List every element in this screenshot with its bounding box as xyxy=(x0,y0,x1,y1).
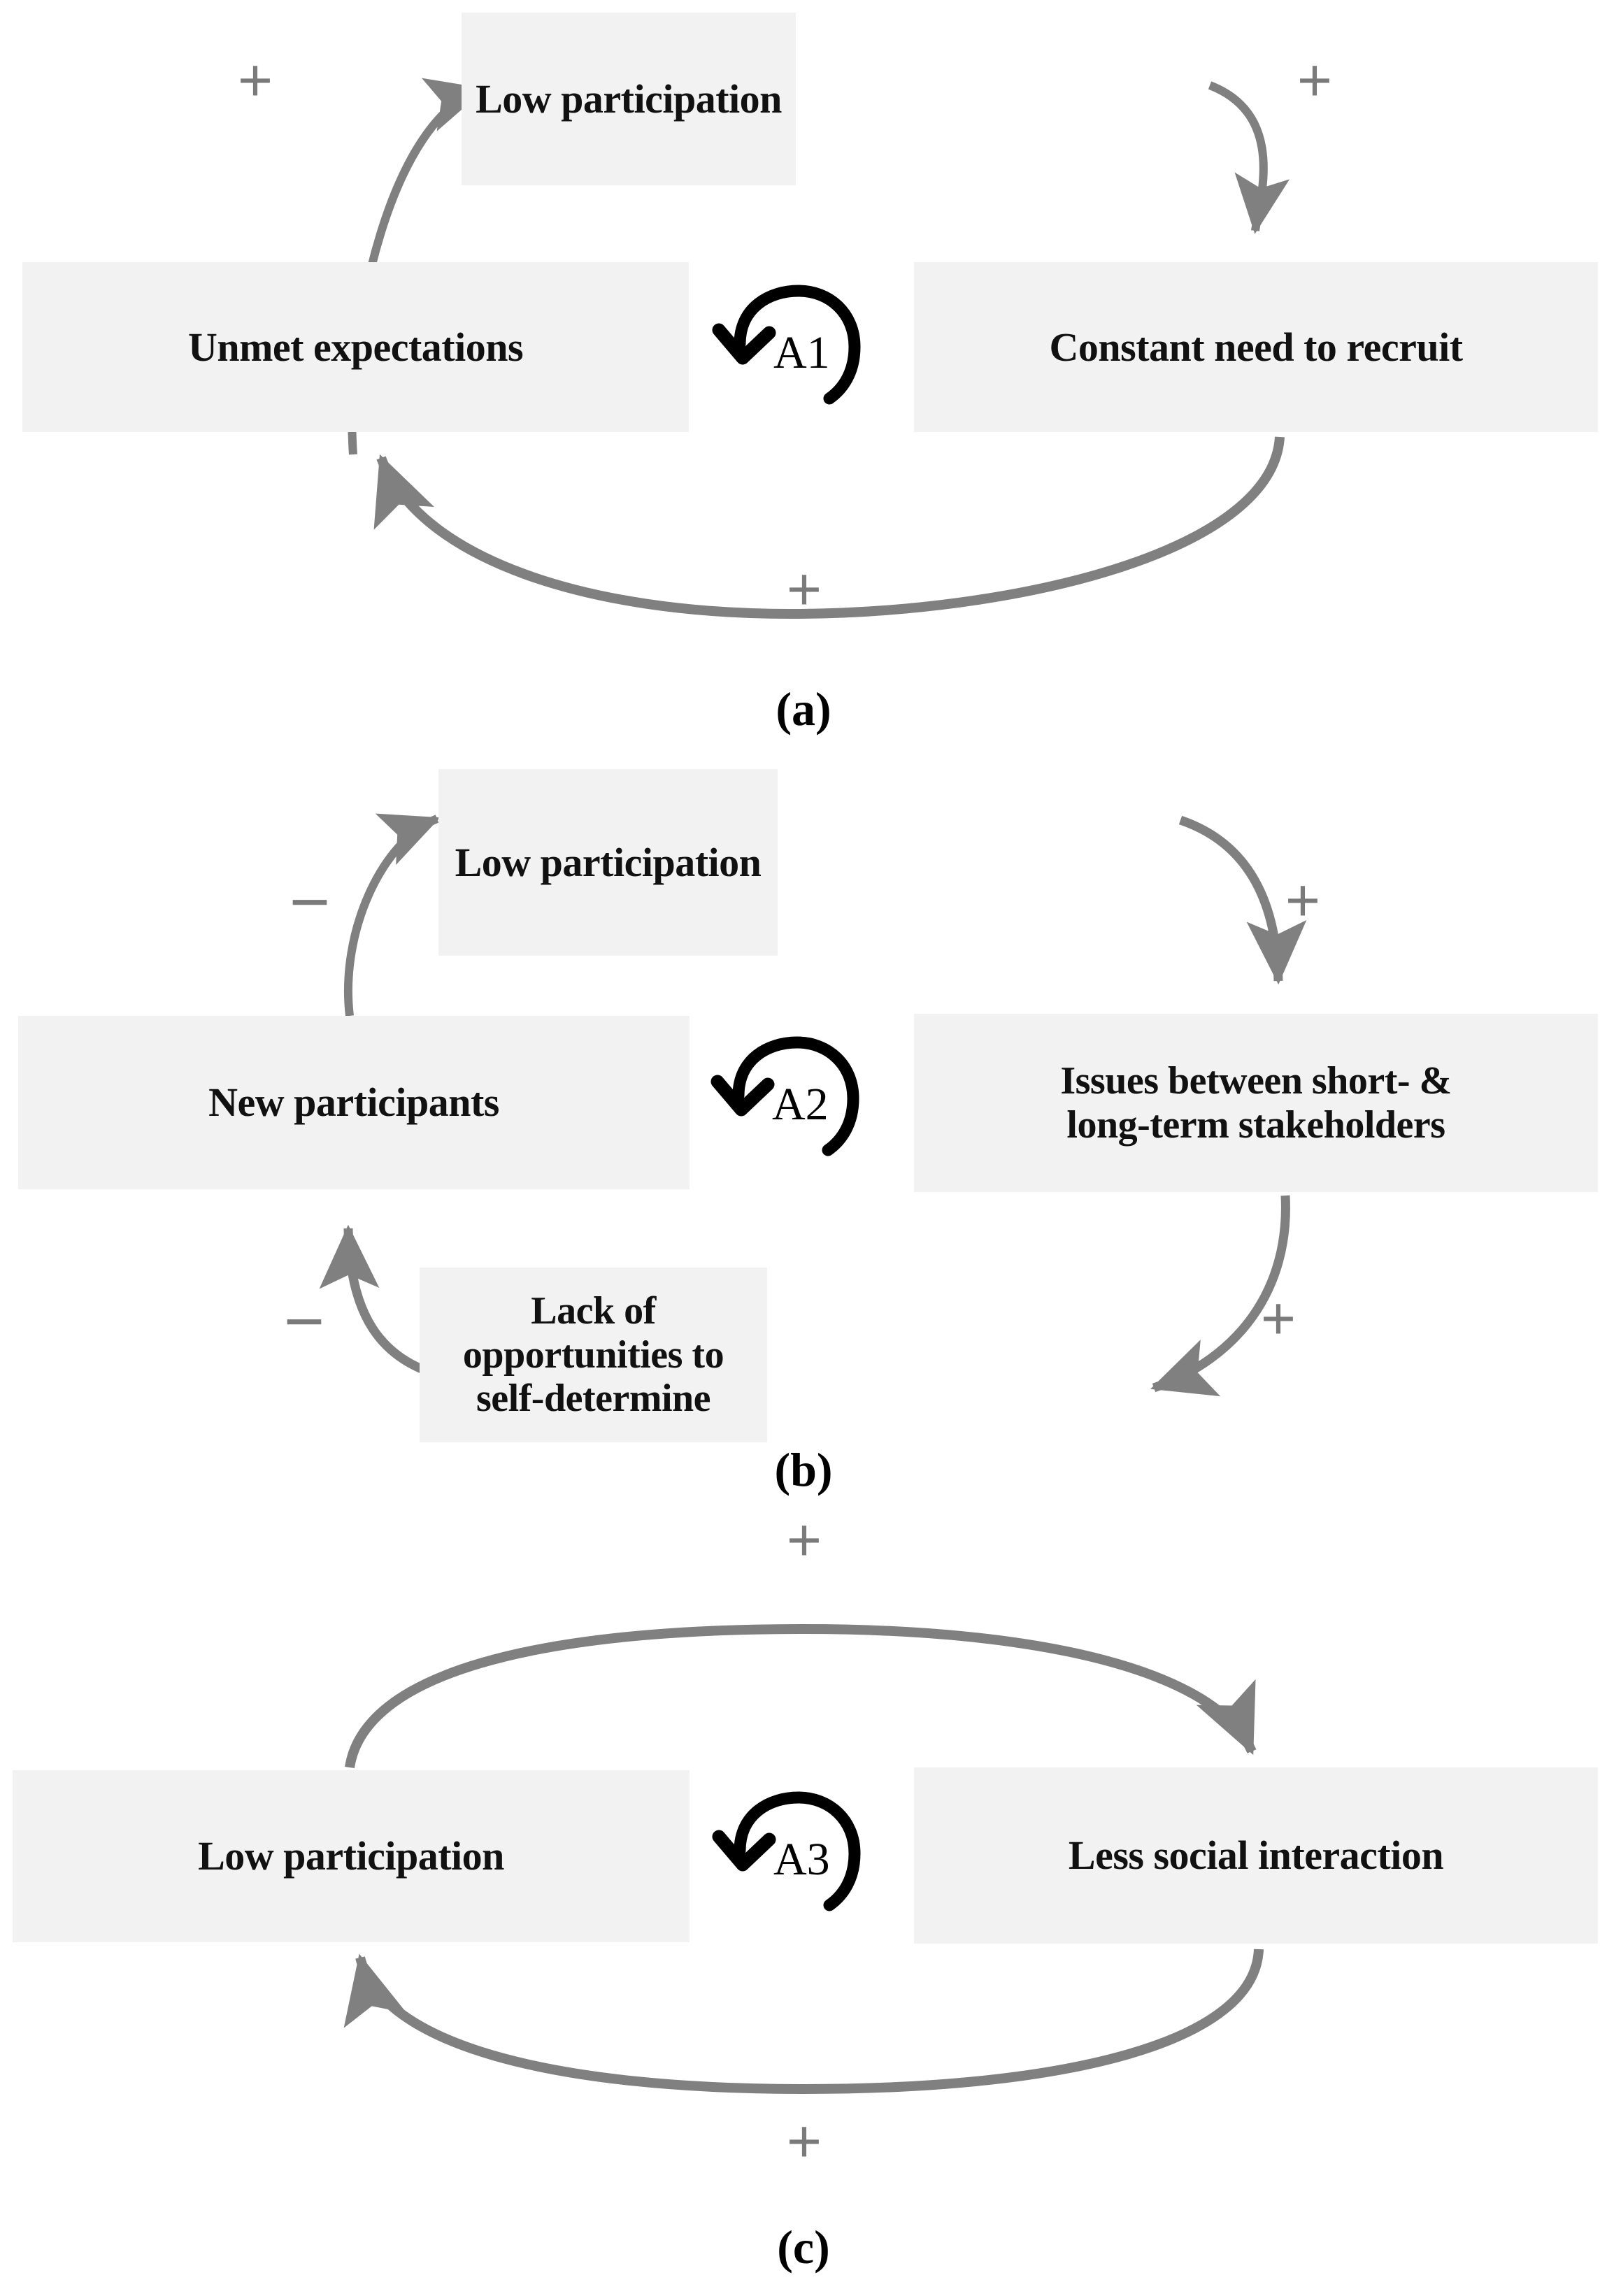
polarity-sign-low-to-issues: + xyxy=(1285,867,1321,934)
panel-a: Low participation Unmet expectations Con… xyxy=(0,0,1607,748)
node-label: Low participation xyxy=(198,1833,504,1879)
polarity-sign-low-to-less: + xyxy=(786,1507,822,1574)
loop-id-label: A1 xyxy=(773,327,830,378)
panel-caption-a: (a) xyxy=(776,682,831,736)
node-label: Lack of opportunities to self-determine xyxy=(420,1289,767,1421)
node-label: Constant need to recruit xyxy=(1049,324,1463,370)
clockwise-loop-arrow-icon xyxy=(712,285,861,405)
node-low-participation[interactable]: Low participation xyxy=(438,769,778,956)
polarity-sign-lack-to-new: − xyxy=(283,1282,325,1361)
clockwise-loop-arrow-icon xyxy=(712,1791,861,1911)
node-label-line-2: long-term stakeholders xyxy=(1066,1103,1445,1147)
node-label-line-1: Lack of opportunities to xyxy=(462,1289,724,1377)
node-label-line-2: self-determine xyxy=(476,1377,711,1421)
node-label: Unmet expectations xyxy=(187,324,524,370)
loop-marker-a2: A2 xyxy=(708,1031,883,1171)
node-unmet-expectations[interactable]: Unmet expectations xyxy=(22,262,689,432)
node-low-participation[interactable]: Low participation xyxy=(462,13,796,185)
polarity-sign-low-to-recruit: + xyxy=(1297,47,1333,114)
clockwise-loop-arrow-icon xyxy=(710,1036,859,1156)
node-lack-of-opportunities[interactable]: Lack of opportunities to self-determine xyxy=(420,1268,767,1442)
panel-c: Low participation Less social interactio… xyxy=(0,1510,1607,2296)
node-issues-stakeholders[interactable]: Issues between short- & long-term stakeh… xyxy=(914,1014,1598,1192)
node-low-participation[interactable]: Low participation xyxy=(13,1770,690,1942)
panel-b-arrows xyxy=(319,813,1307,1397)
loop-marker-a3: A3 xyxy=(709,1786,884,1926)
polarity-sign-unmet-to-low: + xyxy=(237,47,273,114)
node-new-participants[interactable]: New participants xyxy=(18,1016,690,1189)
node-label: Less social interaction xyxy=(1068,1832,1444,1879)
panel-c-arrows xyxy=(343,1623,1264,2095)
panel-caption-b: (b) xyxy=(774,1443,833,1496)
loop-marker-a1: A1 xyxy=(709,280,884,419)
node-label: Issues between short- & long-term stakeh… xyxy=(1050,1059,1461,1147)
node-label: Low participation xyxy=(476,76,782,122)
node-constant-need-to-recruit[interactable]: Constant need to recruit xyxy=(914,262,1598,432)
polarity-sign-recruit-to-unmet: + xyxy=(786,556,822,623)
node-label: Low participation xyxy=(455,839,762,885)
polarity-sign-less-to-low: + xyxy=(786,2108,822,2175)
loop-id-label: A3 xyxy=(773,1834,830,1885)
node-label-line-1: Issues between short- & xyxy=(1060,1059,1452,1103)
polarity-sign-new-to-low: − xyxy=(289,863,331,941)
loop-id-label: A2 xyxy=(772,1079,829,1130)
panel-caption-c: (c) xyxy=(777,2220,830,2274)
node-less-social-interaction[interactable]: Less social interaction xyxy=(914,1767,1598,1944)
polarity-sign-issues-to-lack: + xyxy=(1260,1285,1297,1352)
panel-b: Low participation New participants Issue… xyxy=(0,759,1607,1503)
node-label: New participants xyxy=(208,1079,499,1126)
